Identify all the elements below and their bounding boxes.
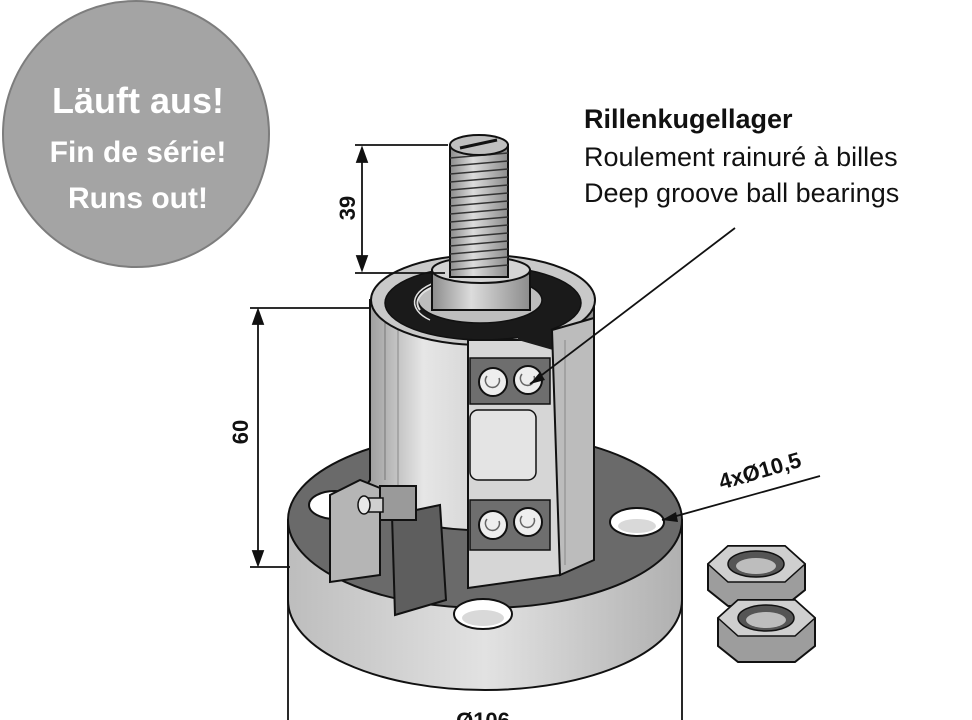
dim-label-39: 39 (335, 196, 360, 220)
dim-label-holes: 4xØ10,5 (716, 447, 804, 494)
dimension-housing-height (250, 307, 370, 568)
badge-line-de: Läuft aus! (51, 80, 224, 121)
hole-leader-line (661, 475, 821, 521)
badge-line-en: Runs out! (68, 182, 208, 215)
bearing-leader-line (529, 227, 736, 385)
dimension-flange-diameter (287, 600, 683, 720)
dim-label-60: 60 (228, 420, 253, 444)
hex-nut-upper (706, 545, 807, 607)
dimension-thread-length (355, 144, 448, 274)
caption-english: Deep groove ball bearings (584, 178, 900, 208)
grease-nipple (329, 478, 448, 617)
badge-line-fr: Fin de série! (49, 136, 227, 169)
hex-nut-lower (716, 599, 817, 663)
caption-german: Rillenkugellager (584, 104, 793, 134)
ball-bearing-lower (469, 499, 551, 551)
caption-french: Roulement rainuré à billes (584, 142, 898, 172)
discontinued-badge: Läuft aus! Fin de série! Runs out! (2, 0, 270, 268)
dim-label-diameter: Ø106 (456, 708, 510, 720)
threaded-shaft (431, 134, 531, 311)
